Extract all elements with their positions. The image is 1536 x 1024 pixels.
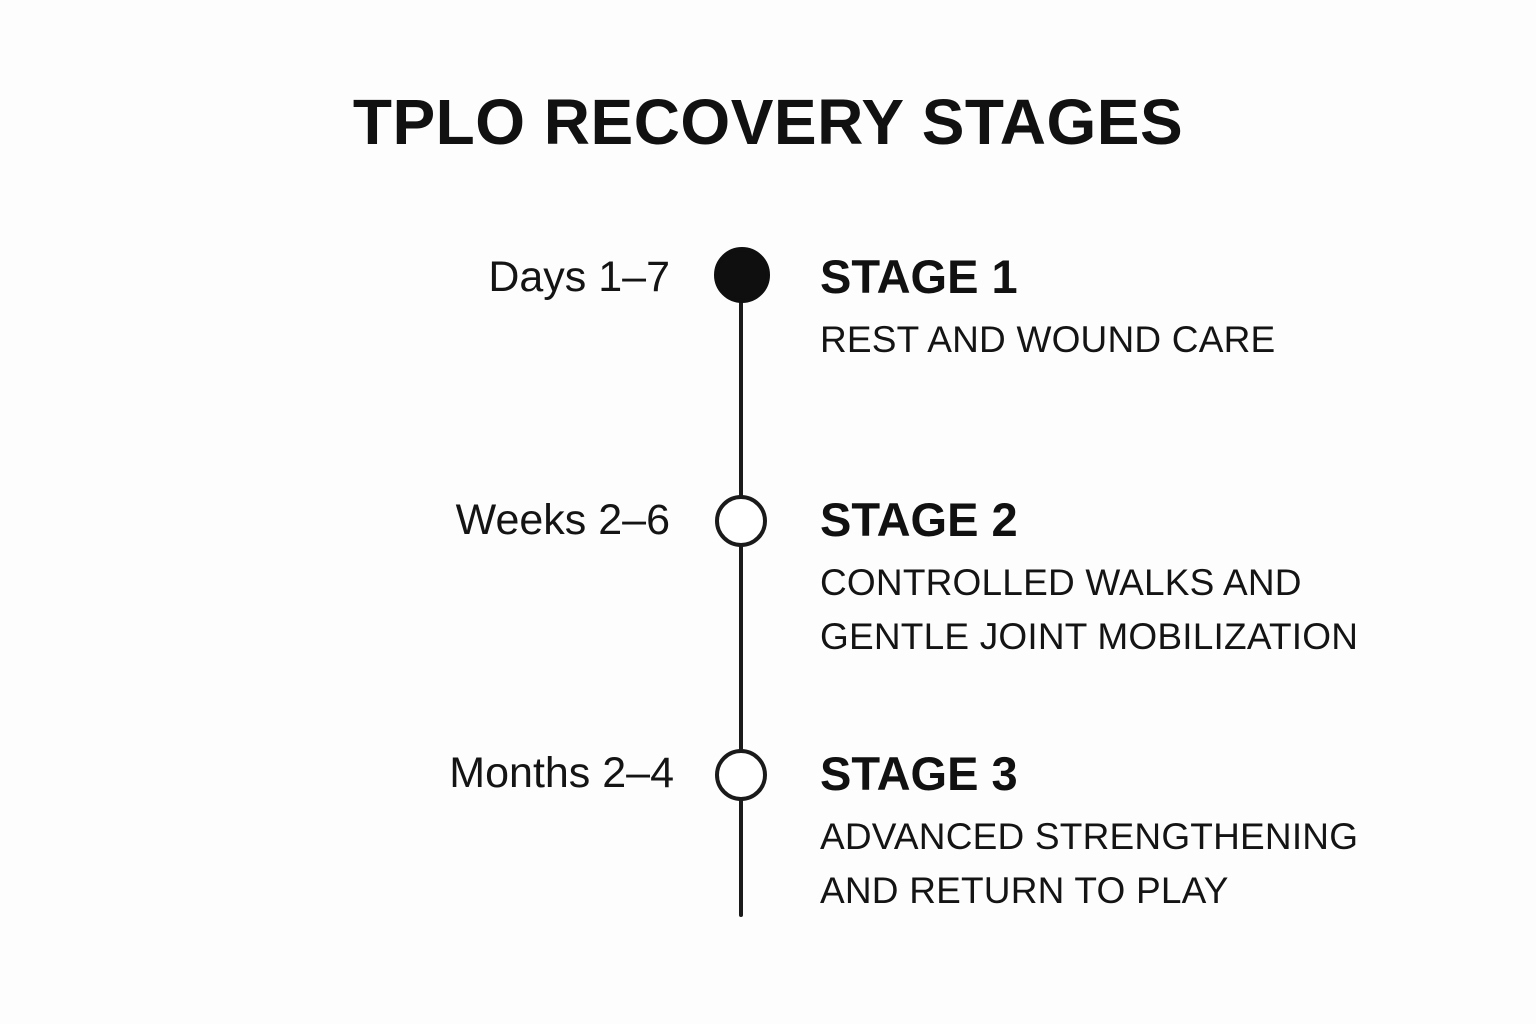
stage-3-marker-open-circle-icon [715, 749, 767, 801]
stage-1-period: Days 1–7 [488, 253, 670, 301]
stage-1-description-line: REST AND WOUND CARE [820, 319, 1276, 360]
stage-3-heading: STAGE 3 [820, 747, 1018, 800]
stage-2-description-line: CONTROLLED WALKS AND [820, 562, 1302, 603]
stage-2-heading: STAGE 2 [820, 493, 1018, 546]
stage-1-heading: STAGE 1 [820, 250, 1018, 303]
stage-3-description-line: ADVANCED STRENGTHENING [820, 816, 1359, 857]
stage-2-description-line: GENTLE JOINT MOBILIZATION [820, 616, 1359, 657]
stage-3-description: ADVANCED STRENGTHENING AND RETURN TO PLA… [820, 810, 1358, 918]
stage-2-period: Weeks 2–6 [455, 496, 670, 544]
timeline-connector-line [739, 272, 743, 917]
stage-1-marker-filled-circle-icon [714, 247, 770, 303]
stage-1-description: REST AND WOUND CARE [820, 313, 1275, 367]
stage-2-description: CONTROLLED WALKS AND GENTLE JOINT MOBILI… [820, 556, 1358, 664]
page-title: TPLO RECOVERY STAGES [352, 86, 1184, 158]
stage-2-marker-open-circle-icon [715, 495, 767, 547]
stage-3-description-line: AND RETURN TO PLAY [820, 870, 1229, 911]
stage-3-period: Months 2–4 [449, 749, 674, 797]
